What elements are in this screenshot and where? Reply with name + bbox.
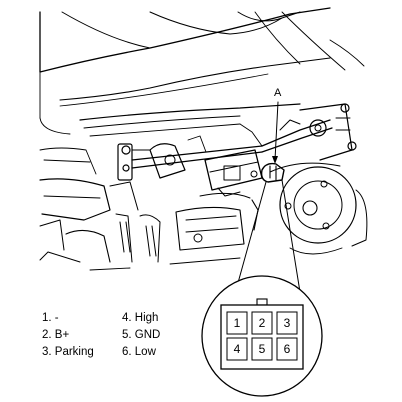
pin-1-cell xyxy=(226,311,248,335)
pin-5-cell xyxy=(251,337,273,361)
pin-4-label: 4 xyxy=(234,342,241,356)
pin-6-label: 6 xyxy=(284,342,291,356)
connector-latch xyxy=(256,298,268,306)
callout-a-leader xyxy=(274,101,279,161)
connector-pins: 1 2 3 4 5 6 xyxy=(226,311,298,361)
callout-a-label: A xyxy=(274,87,282,99)
legend-item-6: 6. Low xyxy=(122,346,157,358)
pin-2-label: 2 xyxy=(259,316,266,330)
pin-legend: 1. - 2. B+ 3. Parking 4. High 5. GND 6. … xyxy=(42,312,160,358)
callout-a: A xyxy=(272,87,282,164)
legend-item-2: 2. B+ xyxy=(42,329,69,341)
magnifier-leaders xyxy=(235,179,301,293)
legend-item-4: 4. High xyxy=(122,312,158,324)
pin-1-label: 1 xyxy=(234,316,241,330)
legend-item-1: 1. - xyxy=(42,312,59,324)
pin-3-cell xyxy=(276,311,298,335)
connector-detail: 1 2 3 4 5 6 xyxy=(201,275,323,397)
engine-bay-drawing xyxy=(39,7,368,271)
callout-a-arrowhead xyxy=(272,156,278,164)
pin-4-cell xyxy=(226,337,248,361)
pin-5-label: 5 xyxy=(259,342,266,356)
legend-item-3: 3. Parking xyxy=(42,346,94,358)
pin-3-label: 3 xyxy=(284,316,291,330)
legend-item-5: 5. GND xyxy=(122,329,160,341)
pin-2-cell xyxy=(251,311,273,335)
pin-6-cell xyxy=(276,337,298,361)
